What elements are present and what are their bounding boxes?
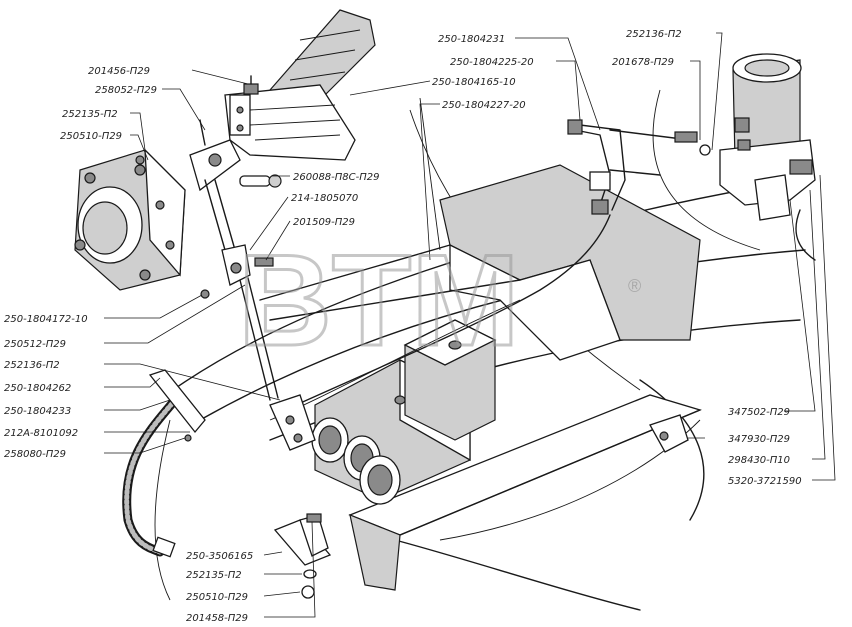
part-label: 250510-П29 [60,131,122,142]
clip-347930 [649,414,689,453]
base-plate [348,394,702,591]
bolt-icon [239,174,282,188]
part-label: 250-1804262 [4,383,71,394]
part-label: 347502-П29 [728,407,790,418]
watermark-registered-mark: ® [628,276,641,296]
cable-clamp [269,394,316,451]
part-label: 250-1804172-10 [4,314,88,325]
linkage-rod [189,139,282,401]
watermark: BTM ® [237,226,642,375]
part-label: 201456-П29 [88,66,150,77]
part-label: 298430-П10 [728,455,790,466]
part-labels: 201456-П29 258052-П29 252135-П2 250510-П… [4,29,802,624]
part-label: 258080-П29 [4,449,66,460]
watermark-text: BTM [238,227,520,373]
heater-unit [311,319,497,505]
part-label: 250-1804225-20 [450,57,534,68]
part-label: 252135-П2 [186,570,242,581]
part-label: 252135-П2 [62,109,118,120]
floor-rail [259,164,701,361]
part-label: 201509-П29 [293,217,355,228]
bolt-icon [674,131,711,156]
part-label: 201678-П29 [612,57,674,68]
part-label: 214-1805070 [291,193,358,204]
part-label: 250510-П29 [186,592,248,603]
part-label: 250-1804165-10 [432,77,516,88]
part-label: 250512-П29 [4,339,66,350]
part-label: 250-1804233 [4,406,71,417]
part-label: 252136-П2 [626,29,682,40]
pedal-assembly [199,9,376,161]
part-label: 250-3506165 [186,551,253,562]
part-label: 258052-П29 [95,85,157,96]
solenoid-valve [674,53,816,261]
part-label: 212А-8101092 [4,428,78,439]
leader-lines [104,32,836,618]
flexible-hose [122,369,206,558]
part-label: 250-1804227-20 [442,100,526,111]
valve-housing [74,148,186,291]
bolt-icon [243,75,259,95]
part-label: 201458-П29 [186,613,248,624]
part-label: 347930-П29 [728,434,790,445]
part-label: 5320-3721590 [728,476,802,487]
part-label: 252136-П2 [4,360,60,371]
part-label: 250-1804231 [438,34,505,45]
bracket-3506165 [273,513,332,599]
heater-outlet-1 [311,417,349,463]
part-label: 260088-П8С-П29 [293,172,380,183]
heater-outlet-3 [359,455,401,505]
screw-icon [254,257,274,267]
